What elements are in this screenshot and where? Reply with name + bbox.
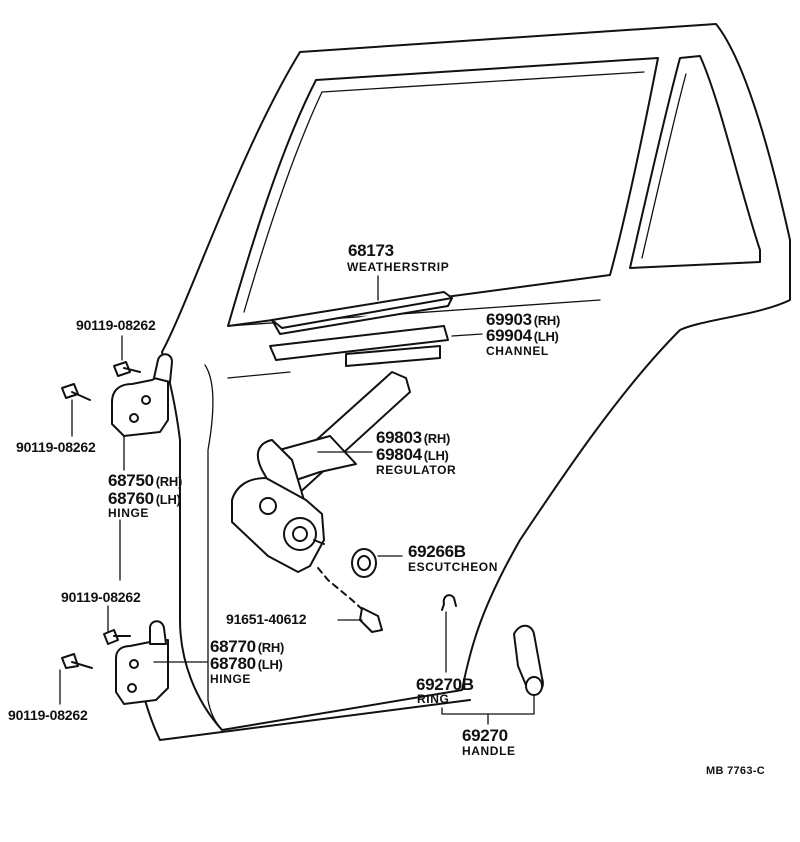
escutcheon-shape [351,548,377,578]
quarter-window [629,55,761,269]
window-inner-line [243,71,645,313]
escutcheon-number: 69266B [408,542,466,561]
regulator-spindle [313,539,325,545]
lower-hinge-number-rh: 68770(RH) [210,637,285,656]
channel-number-rh: 69903(RH) [486,310,561,329]
ring-number: 69270B [416,675,474,694]
handle-name: HANDLE [462,744,516,758]
screw-shape [359,607,383,633]
bolt-upper-b-number: 90119-08262 [16,439,96,455]
upper-hinge-name: HINGE [108,506,150,520]
regulator-number-rh: 69803(RH) [376,428,451,447]
bolt-upper-a-number: 90119-08262 [76,317,156,333]
upper-hinge-number-lh: 68760(LH) [108,489,181,508]
channel-number-lh: 69904(LH) [486,326,559,345]
screw-number: 91651-40612 [226,611,307,627]
lower-hinge-name: HINGE [210,672,252,686]
bolt-upper-b-shape [61,383,91,401]
bolt-lower-a-shape [103,629,131,645]
leader-handle [441,695,535,725]
weatherstrip-name: WEATHERSTRIP [347,260,450,274]
door-outline [161,23,791,731]
ring-name: RING [417,692,450,706]
weatherstrip-number: 68173 [348,241,394,260]
reference-code: MB 7763-C [706,765,765,777]
lower-hinge-number-lh: 68780(LH) [210,654,283,673]
channel-name: CHANNEL [486,344,549,358]
regulator-gear-hub [292,526,308,542]
weatherstrip-shape [271,291,453,335]
door-inner-line [204,364,223,731]
regulator-gear [283,517,317,551]
escutcheon-name: ESCUTCHEON [408,560,499,574]
ring-shape [441,594,457,611]
handle-number: 69270 [462,726,508,745]
leader-channel [451,333,483,337]
bolt-lower-b-shape [61,653,93,669]
channel-shape [269,325,449,367]
bolt-lower-b-number: 90119-08262 [8,707,88,723]
bolt-lower-a-number: 90119-08262 [61,589,141,605]
window-glass [227,57,659,327]
quarter-window-inner [641,73,687,259]
regulator-pivot [259,497,277,515]
upper-hinge-number-rh: 68750(RH) [108,471,183,490]
lower-hinge-shape [115,639,169,705]
bolt-upper-a-shape [113,361,141,377]
upper-hinge-shape [111,371,169,437]
regulator-number-lh: 69804(LH) [376,445,449,464]
regulator-name: REGULATOR [376,463,457,477]
